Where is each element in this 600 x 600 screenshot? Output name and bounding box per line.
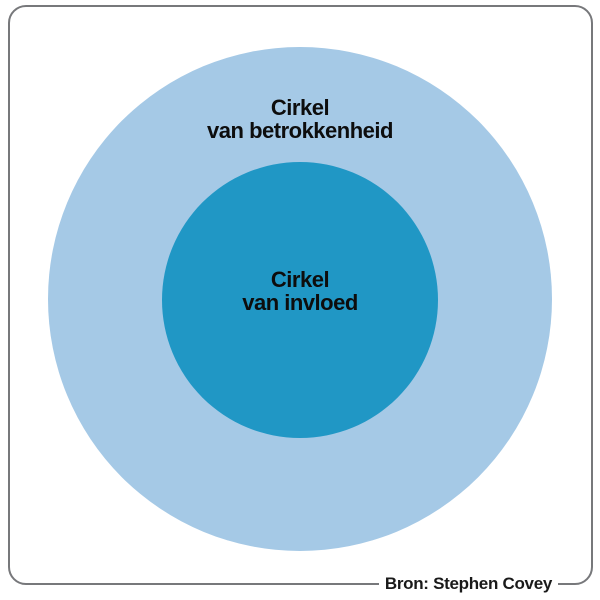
source-attribution: Bron: Stephen Covey	[378, 573, 558, 594]
outer-circle-label-line2: van betrokkenheid	[207, 118, 393, 143]
inner-circle-label: Cirkel van invloed	[0, 268, 600, 314]
outer-circle-label-line1: Cirkel	[270, 95, 330, 120]
diagram-frame	[8, 5, 593, 585]
inner-circle-label-line2: van invloed	[242, 290, 358, 315]
inner-circle-label-line1: Cirkel	[270, 267, 330, 292]
outer-circle-label: Cirkel van betrokkenheid	[0, 96, 600, 142]
inner-circle	[162, 162, 438, 438]
